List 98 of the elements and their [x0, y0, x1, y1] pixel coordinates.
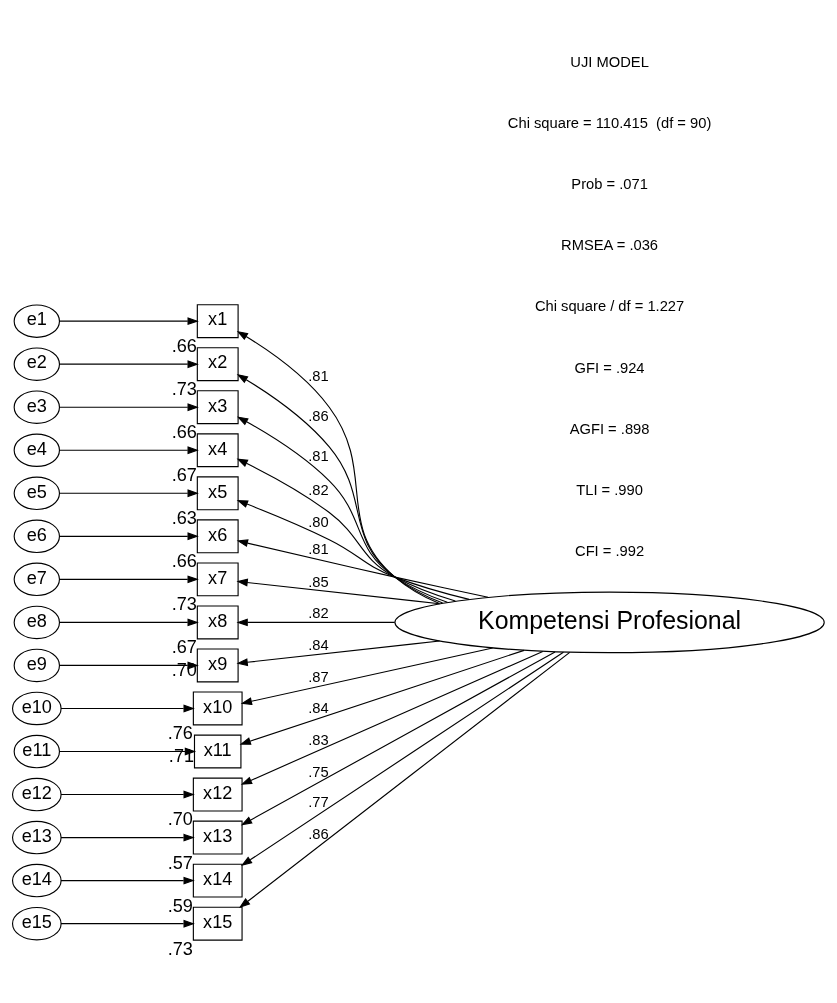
edge-label: .83 [308, 732, 329, 749]
node-box: x13 [192, 820, 243, 855]
arrow [240, 647, 494, 706]
node-ellipse: e14 [12, 863, 62, 898]
arrow [60, 790, 195, 799]
node-ellipse: e7 [13, 562, 61, 597]
arrow [236, 578, 441, 605]
arrow [58, 446, 199, 455]
arrow [236, 618, 396, 627]
node-ellipse: e10 [12, 691, 62, 726]
arrow [240, 650, 544, 785]
label: RMSEA = .036 [561, 237, 659, 254]
edge-label: .87 [308, 668, 329, 685]
label: AGFI = .898 [569, 420, 650, 437]
arrow [239, 649, 525, 745]
node-label: .59 [167, 895, 193, 916]
edge-label: .81 [308, 447, 329, 464]
node-ellipse: e6 [13, 519, 61, 554]
arrow [58, 360, 199, 369]
edge-label: .86 [308, 408, 329, 425]
node-box: x2 [196, 347, 239, 382]
arrow [236, 500, 470, 600]
arrow [239, 651, 571, 909]
node-ellipse: Kompetensi Profesional [394, 591, 825, 654]
label: UJI MODEL [570, 53, 649, 70]
edge-label: .77 [308, 794, 329, 811]
node-ellipse: e8 [13, 605, 61, 640]
node-ellipse: e9 [13, 648, 61, 683]
node-box: x5 [196, 476, 239, 511]
arrow [58, 403, 199, 412]
node-box: x3 [196, 390, 239, 425]
node-label: .66 [171, 336, 197, 357]
node-label: .66 [171, 551, 197, 572]
node-box: x15 [192, 906, 243, 941]
node-box: x12 [192, 777, 243, 812]
node-label: .73 [167, 938, 193, 959]
arrow [236, 416, 448, 603]
node-box: x10 [192, 691, 243, 726]
arrow [58, 575, 199, 584]
edge-label: .84 [308, 700, 329, 717]
arrow [236, 330, 440, 605]
node-label: .67 [171, 637, 197, 658]
node-ellipse: e15 [12, 906, 62, 941]
node-label: .73 [171, 379, 197, 400]
node-ellipse: e4 [13, 433, 61, 467]
arrow [58, 661, 199, 670]
label: Prob = .071 [571, 176, 648, 193]
node-label: .70 [167, 809, 193, 830]
arrow [236, 373, 444, 604]
arrow [58, 317, 199, 326]
edge-label: .85 [308, 573, 329, 590]
node-box: x8 [196, 605, 239, 640]
node-box: x6 [196, 519, 239, 554]
arrow [60, 919, 195, 928]
label: Chi square / df = 1.227 [534, 298, 685, 315]
arrow [58, 489, 199, 498]
arrow [236, 640, 441, 667]
edge-label: .84 [308, 637, 329, 654]
node-box: x9 [196, 648, 239, 683]
node-box: x14 [192, 863, 243, 898]
label: TLI = .990 [576, 481, 643, 498]
arrow [236, 539, 489, 598]
node-ellipse: e1 [13, 304, 61, 338]
arrow [236, 458, 456, 602]
node-box: x7 [196, 562, 239, 597]
arrow [58, 747, 197, 756]
node-label: .57 [167, 852, 193, 873]
edge-label: .82 [308, 481, 329, 498]
node-box: x4 [196, 433, 239, 468]
node-label: .67 [171, 465, 197, 486]
edge-label: .82 [308, 605, 329, 622]
node-label: .66 [171, 422, 197, 443]
arrow [240, 651, 556, 826]
node-ellipse: e2 [13, 347, 61, 381]
edge-label: .86 [308, 826, 329, 843]
label: CFI = .992 [575, 543, 645, 560]
node-box: x1 [196, 304, 239, 339]
arrow [60, 876, 195, 885]
node-box: x11 [193, 734, 242, 769]
node-label: .63 [171, 508, 197, 529]
label: GFI = .924 [574, 359, 645, 376]
edge-label: .80 [308, 513, 329, 530]
arrow [60, 704, 195, 713]
node-label: .76 [167, 723, 193, 744]
label: Chi square = 110.415 (df = 90) [507, 114, 712, 131]
node-ellipse: e12 [12, 777, 62, 812]
node-ellipse: e11 [13, 734, 61, 769]
arrow [58, 532, 199, 541]
arrow [58, 618, 199, 627]
edge-label: .81 [308, 367, 329, 384]
node-ellipse: e3 [13, 390, 61, 424]
node-ellipse: e13 [12, 820, 62, 855]
node-ellipse: e5 [13, 476, 61, 511]
node-label: .73 [171, 594, 197, 615]
edge-label: .75 [308, 763, 329, 780]
edge-label: .81 [308, 540, 329, 557]
arrow [60, 833, 195, 842]
arrow [240, 651, 564, 866]
